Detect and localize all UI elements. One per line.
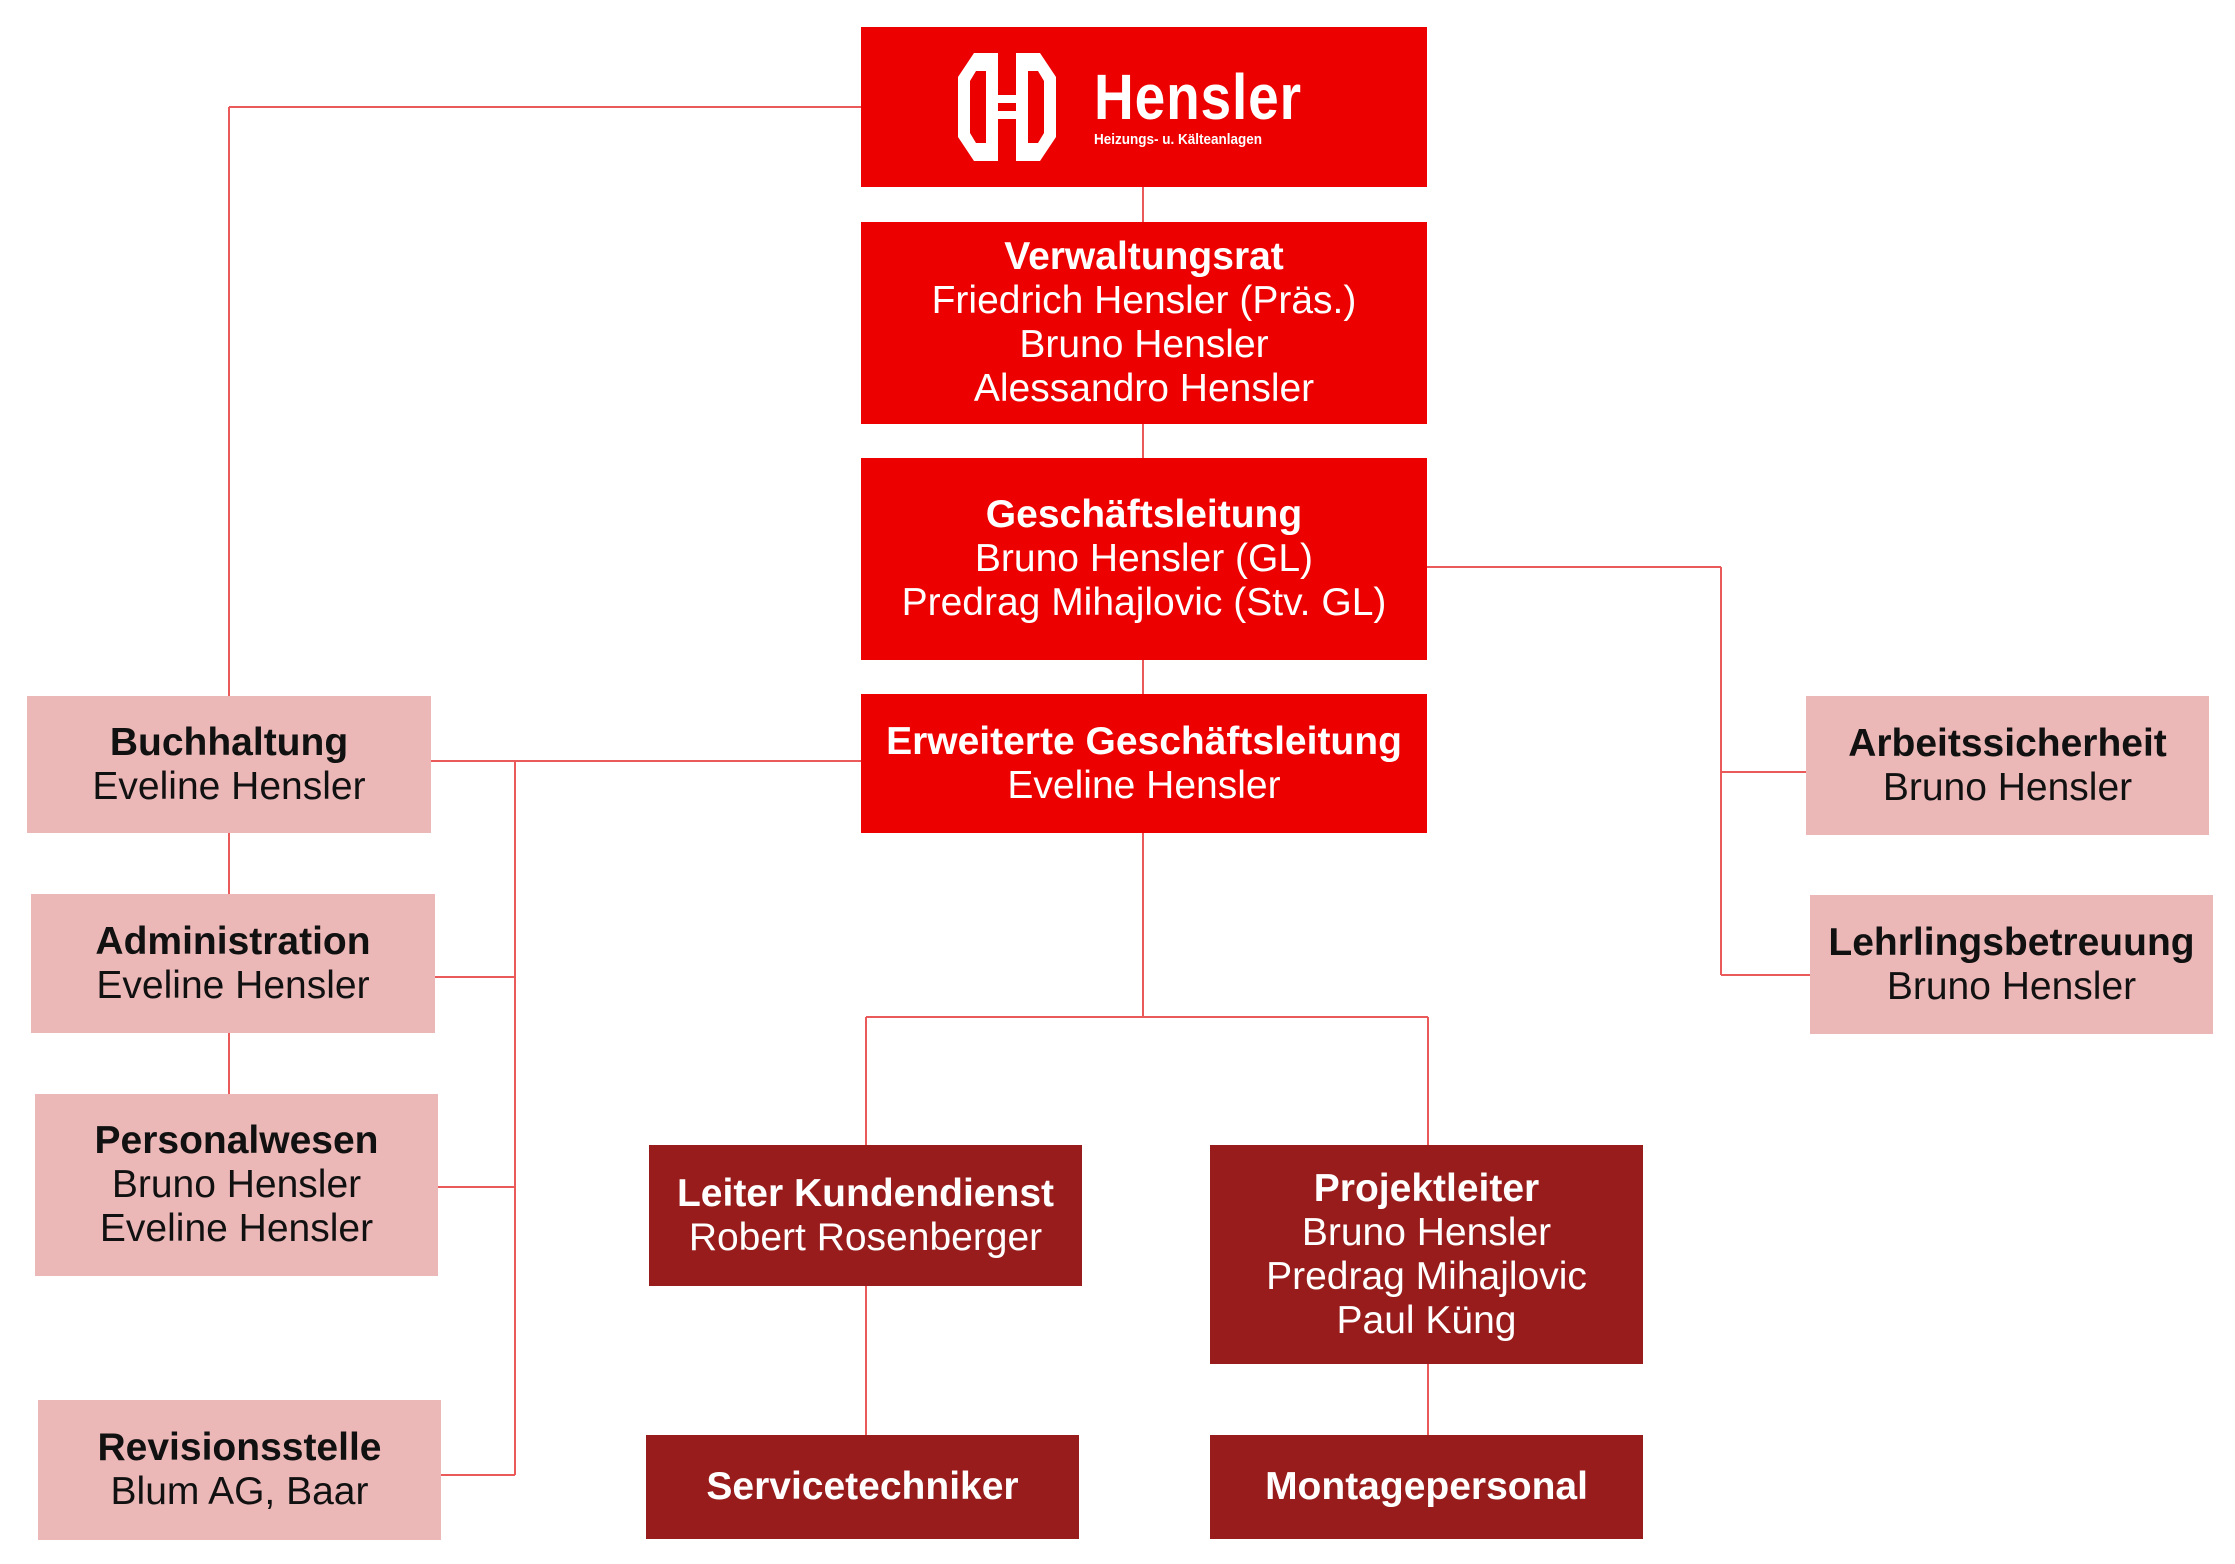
box-title: Personalwesen [94,1119,379,1162]
projektleiter-box: Projektleiter Bruno Hensler Predrag Miha… [1210,1145,1643,1364]
hensler-hh-logo-icon [958,53,1057,161]
revisionsstelle-box: Revisionsstelle Blum AG, Baar [38,1400,441,1540]
box-member: Blum AG, Baar [110,1470,369,1513]
box-member: Predrag Mihajlovic [1266,1254,1587,1298]
box-member: Bruno Hensler [1882,765,2133,809]
buchhaltung-box: Buchhaltung Eveline Hensler [27,696,431,833]
personalwesen-box: Personalwesen Bruno Hensler Eveline Hens… [35,1094,438,1276]
box-member: Eveline Hensler [1007,763,1281,807]
box-title: Erweiterte Geschäftsleitung [886,719,1402,763]
administration-box: Administration Eveline Hensler [31,894,435,1033]
box-member: Bruno Hensler [111,1163,362,1206]
box-member: Friedrich Hensler (Präs.) [931,279,1357,322]
logo-tagline: Heizungs- u. Kälteanlagen [1094,131,1263,148]
box-title: Verwaltungsrat [1004,235,1284,278]
box-member: Predrag Mihajlovic (Stv. GL) [901,581,1387,624]
servicetechniker-box: Servicetechniker [646,1435,1079,1539]
verwaltungsrat-box: Verwaltungsrat Friedrich Hensler (Präs.)… [861,222,1427,424]
box-title: Administration [95,919,371,963]
box-member: Robert Rosenberger [688,1215,1043,1259]
box-member: Bruno Hensler [1019,323,1269,366]
box-title: Geschäftsleitung [985,493,1303,536]
box-member: Eveline Hensler [99,1207,374,1250]
box-title: Servicetechniker [706,1465,1019,1508]
box-title: Revisionsstelle [97,1426,382,1469]
box-title: Projektleiter [1313,1166,1540,1210]
box-title: Arbeitssicherheit [1848,721,2167,765]
lehrlingsbetreuung-box: Lehrlingsbetreuung Bruno Hensler [1810,895,2213,1034]
company-logo-box: Hensler Heizungs- u. Kälteanlagen [861,27,1427,187]
erweiterte-geschaeftsleitung-box: Erweiterte Geschäftsleitung Eveline Hens… [861,694,1427,833]
arbeitssicherheit-box: Arbeitssicherheit Bruno Hensler [1806,696,2209,835]
box-member: Bruno Hensler (GL) [974,537,1314,580]
box-title: Lehrlingsbetreuung [1828,920,2195,964]
box-title: Montagepersonal [1265,1465,1588,1508]
box-member: Bruno Hensler [1886,964,2137,1008]
logo-name: Hensler [1094,61,1303,133]
logo-wordmark: Hensler Heizungs- u. Kälteanlagen [1094,65,1336,149]
box-member: Alessandro Hensler [973,367,1315,410]
box-member: Paul Küng [1336,1298,1517,1342]
box-title: Leiter Kundendienst [676,1171,1055,1215]
geschaeftsleitung-box: Geschäftsleitung Bruno Hensler (GL) Pred… [861,458,1427,660]
box-member: Eveline Hensler [92,764,366,808]
leiter-kundendienst-box: Leiter Kundendienst Robert Rosenberger [649,1145,1082,1286]
box-member: Eveline Hensler [96,963,370,1007]
montagepersonal-box: Montagepersonal [1210,1435,1643,1539]
box-member: Bruno Hensler [1301,1210,1552,1254]
box-title: Buchhaltung [109,720,349,764]
